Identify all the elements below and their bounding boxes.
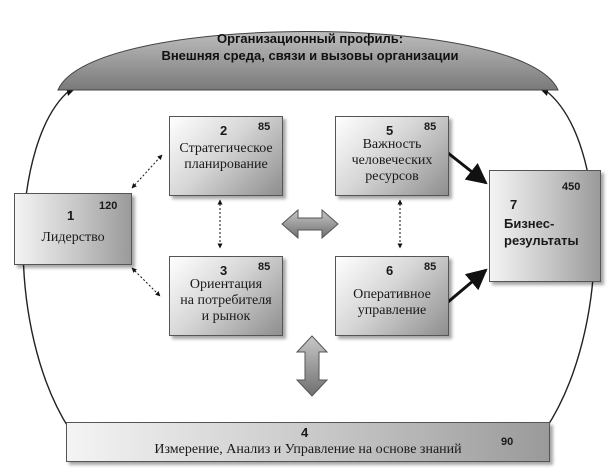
box-points: 85	[258, 121, 271, 133]
box-number: 5	[386, 123, 394, 138]
box-label-line: и рынок	[201, 309, 251, 324]
arrow-hr-to-results	[447, 151, 488, 185]
header-title: Организационный профиль:	[216, 31, 404, 46]
box-leadership: 1 120 Лидерство	[14, 193, 132, 265]
box-number: 1	[67, 208, 75, 223]
box-operations: 6 85 Оперативное управление	[335, 256, 449, 336]
box-label-line: человеческих	[351, 153, 433, 168]
box-label-line: результаты	[504, 233, 579, 248]
box-strategic-planning: 2 85 Стратегическое планирование	[169, 116, 283, 196]
arrow-operations-to-results	[447, 268, 488, 304]
box-number: 2	[220, 123, 228, 138]
box-label: Измерение, Анализ и Управление на основе…	[154, 442, 462, 457]
box-label-line: Бизнес-	[504, 216, 555, 231]
box-number: 7	[510, 197, 518, 212]
box-label-line: Оперативное	[353, 287, 431, 302]
box-human-resources: 5 85 Важность человеческих ресурсов	[335, 116, 449, 196]
box-label-line: Стратегическое	[179, 141, 273, 156]
box-points: 90	[501, 436, 514, 448]
arrow-leadership-to-strategic	[131, 154, 163, 189]
box-label-line: на потребителя	[180, 293, 272, 308]
box-points: 85	[424, 121, 437, 133]
box-number: 4	[301, 425, 309, 440]
box-measurement: 4 90 Измерение, Анализ и Управление на о…	[66, 422, 550, 462]
box-label-line: ресурсов	[365, 169, 419, 184]
box-points: 120	[99, 200, 118, 212]
box-label: Лидерство	[41, 230, 105, 245]
block-arrow-horizontal-icon	[281, 208, 339, 240]
header-dome	[57, 31, 559, 91]
box-points: 85	[258, 261, 271, 273]
box-label-line: Ориентация	[189, 277, 263, 292]
box-number: 6	[386, 263, 394, 278]
box-points: 85	[424, 261, 437, 273]
header-subtitle: Внешняя среда, связи и вызовы организаци…	[161, 48, 459, 63]
box-business-results: 7 450 Бизнес- результаты	[489, 170, 601, 282]
box-label-line: управление	[357, 303, 427, 318]
box-customer-focus: 3 85 Ориентация на потребителя и рынок	[169, 256, 283, 336]
box-label-line: Важность	[362, 137, 422, 152]
arrow-leadership-to-customer	[131, 267, 161, 297]
box-number: 3	[220, 263, 228, 278]
box-label-line: планирование	[184, 157, 268, 172]
box-points: 450	[562, 181, 581, 193]
block-arrow-vertical-icon	[295, 335, 329, 397]
